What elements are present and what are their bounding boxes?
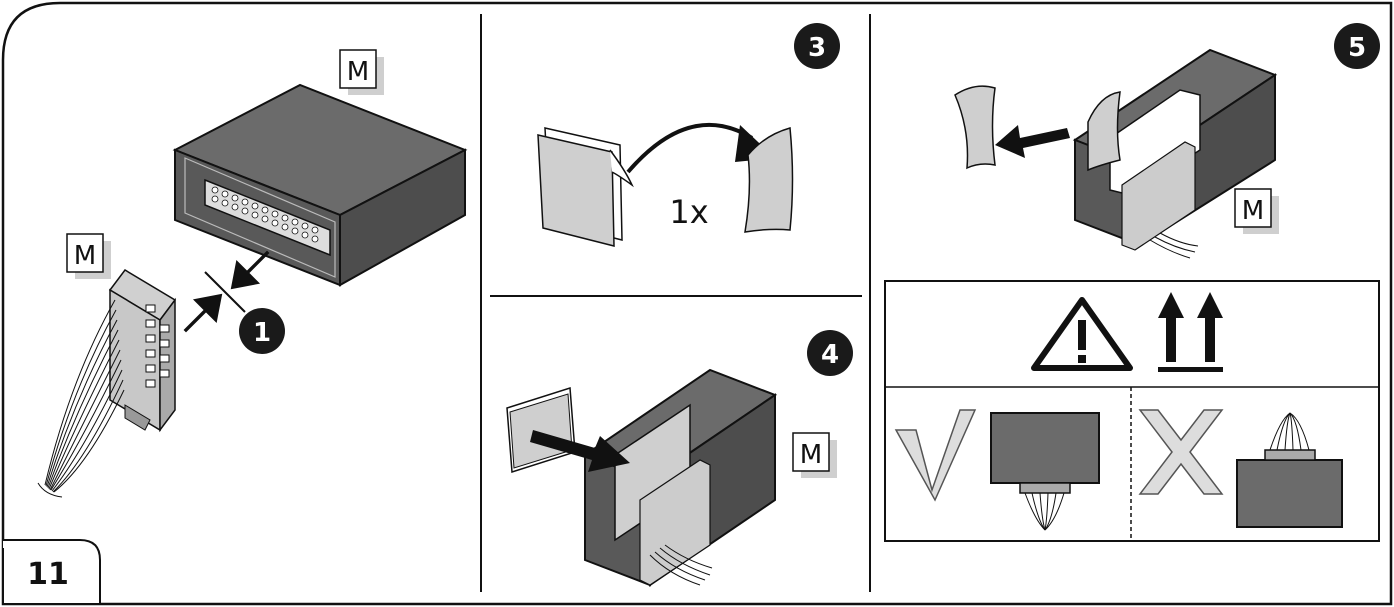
panel-step-5: 5 M	[954, 23, 1380, 259]
connector-label-box: M	[66, 233, 111, 279]
step-badge-1: 1	[239, 308, 285, 354]
this-side-up-icon	[1158, 292, 1223, 372]
module-label-text-5: M	[1242, 196, 1264, 226]
module-label-box-5: M	[1234, 188, 1279, 234]
panel-step-4: 4 M	[506, 330, 853, 587]
removed-film	[954, 85, 996, 170]
warning-triangle-icon	[1031, 297, 1133, 371]
connector-label-text: M	[74, 241, 96, 271]
step-number-3: 3	[808, 33, 826, 63]
step-badge-5: 5	[1334, 23, 1380, 69]
step-badge-3: 3	[794, 23, 840, 69]
adhesive-pad	[537, 127, 634, 247]
wire-bundle	[37, 299, 125, 498]
module-label-text: M	[347, 57, 369, 87]
remove-arrow	[995, 125, 1070, 158]
peeled-film	[744, 127, 794, 233]
apply-arrow	[530, 430, 630, 472]
cross-mark-icon	[1138, 409, 1224, 495]
figure-number-tab: 11	[2, 539, 101, 605]
step-number-5: 5	[1348, 33, 1366, 63]
peel-arrow	[626, 123, 754, 174]
step-number-1: 1	[253, 318, 271, 348]
module-label-text-4: M	[800, 440, 822, 470]
step-number-4: 4	[821, 340, 839, 370]
check-mark-icon	[894, 409, 977, 502]
panel-step-1: M M	[2, 49, 468, 605]
insert-arrow-lower	[183, 293, 223, 333]
figure-number-text: 11	[27, 557, 69, 592]
panel-step-3: 3 1x	[537, 23, 840, 247]
control-module	[172, 83, 468, 287]
separator-slash	[204, 271, 246, 313]
count-label: 1x	[669, 193, 708, 231]
module-label-box-4: M	[792, 432, 837, 478]
wrong-orientation-module	[1236, 412, 1343, 528]
connector-plug	[108, 269, 177, 433]
module-frame-5	[1072, 48, 1278, 259]
module-frame-4	[582, 368, 778, 587]
insert-arrow-upper	[230, 250, 270, 290]
correct-orientation-module	[990, 412, 1100, 531]
film-on-frame	[1087, 91, 1121, 172]
orientation-panel	[884, 280, 1380, 542]
module-label-box: M	[339, 49, 384, 95]
socket-pins	[211, 186, 319, 243]
step-badge-4: 4	[807, 330, 853, 376]
